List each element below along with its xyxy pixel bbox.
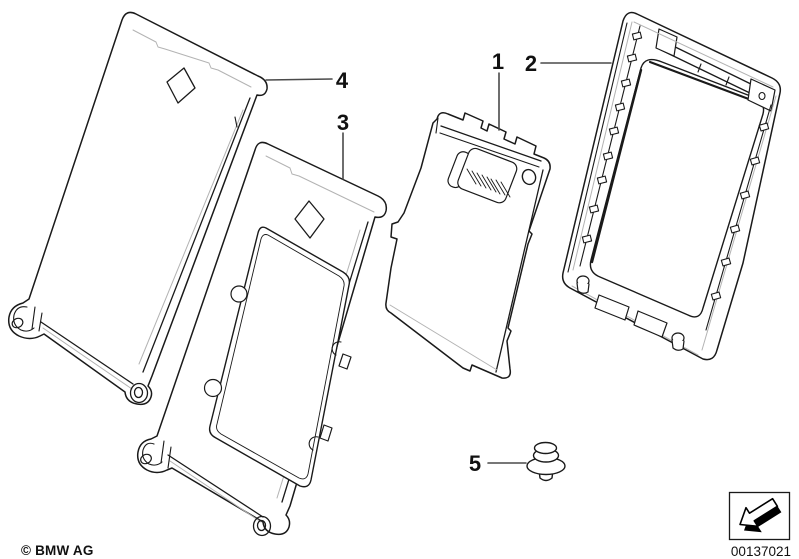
copyright-text: © BMW AG [21,543,94,558]
part-3-trim-panel [136,141,388,537]
part-4-trim-panel [7,11,268,406]
direction-arrow-icon [739,497,782,533]
callout-5: 5 [469,451,481,476]
frame-pivot-pins [576,275,685,351]
callout-4: 4 [336,68,349,93]
frame-right-slots [710,122,770,301]
callout-2: 2 [525,51,537,76]
part-5-clip [526,441,566,482]
part-1-latch-panel [385,112,551,379]
frame-left-slots [581,31,643,244]
callout-3: 3 [337,110,349,135]
callout-1: 1 [492,49,504,74]
diagram-number: 00137021 [731,544,791,559]
part-2-backrest-frame [561,11,782,361]
legend-box [728,491,791,541]
callout-leader-lines [265,62,612,464]
handle-hatching [466,168,511,198]
leader-line-4 [265,78,333,81]
callout-labels: 1 2 3 4 5 [336,49,537,476]
